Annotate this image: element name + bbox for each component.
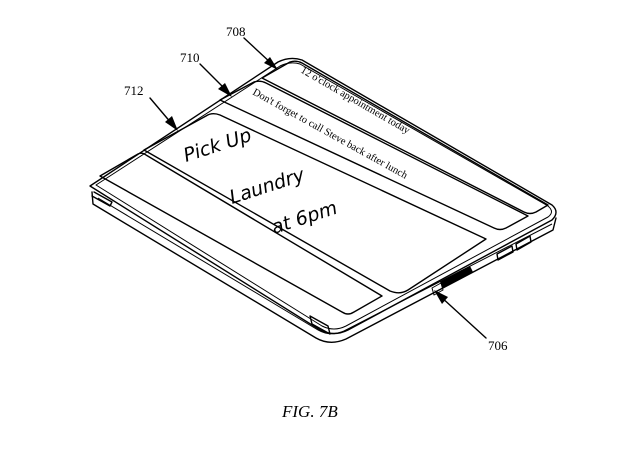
- handwritten-line-1: Pick Up: [181, 124, 255, 167]
- handwritten-line-3: at 6pm: [269, 197, 340, 239]
- figure-caption: FIG. 7B: [281, 402, 338, 421]
- ref-label-706: 706: [488, 338, 508, 353]
- ref-label-712: 712: [124, 83, 144, 98]
- cover-panel-bottom[interactable]: Pick Up Laundry at 6pm: [99, 113, 487, 315]
- ref-label-708: 708: [226, 24, 246, 39]
- cover-outline: [89, 57, 557, 335]
- reference-arrows: [149, 37, 487, 339]
- speaker-grille: [431, 266, 473, 296]
- ref-label-710: 710: [180, 50, 200, 65]
- panel-middle-note: Don't forget to call Steve back after lu…: [251, 87, 410, 182]
- cover-panel-middle[interactable]: Don't forget to call Steve back after lu…: [219, 80, 529, 231]
- handwritten-line-2: Laundry: [227, 164, 308, 209]
- cover-panel-top[interactable]: 12 o'clock appointment today: [261, 60, 549, 215]
